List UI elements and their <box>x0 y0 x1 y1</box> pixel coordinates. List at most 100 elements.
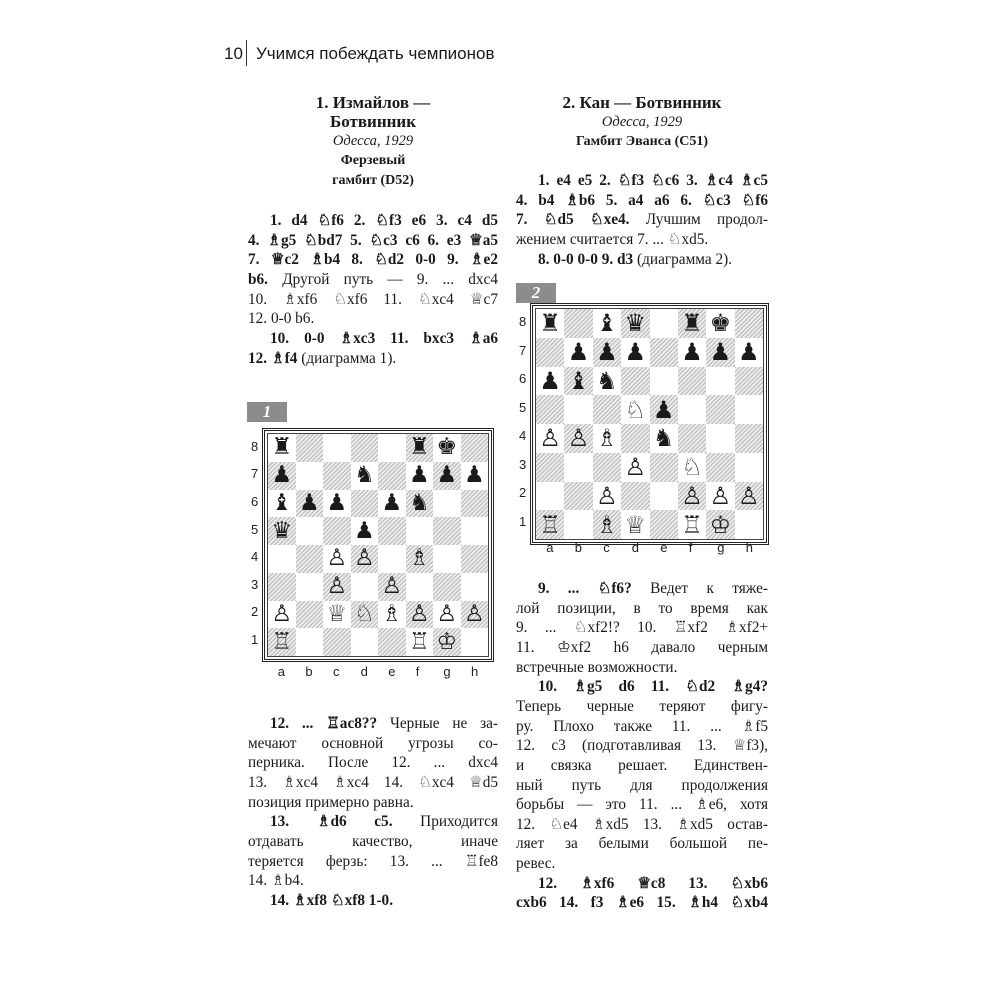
black-pawn-icon: ♟ <box>271 462 293 489</box>
square <box>295 434 323 462</box>
square: ♟ <box>460 461 488 490</box>
commentary: 9. ... ♘xf2!? 10. ♖xf2 ♗xf2+ <box>516 619 768 637</box>
square <box>295 600 323 629</box>
move-notation: 7. ♘d5 ♘xe4. <box>516 211 630 229</box>
commentary: Теперь черные теряют фигу- <box>516 697 768 715</box>
square <box>564 452 593 482</box>
square <box>405 517 433 545</box>
move-notation: 1. d4 ♘f6 2. ♘f3 e6 3. c4 d5 <box>270 212 498 229</box>
square: ♙ <box>323 545 351 573</box>
square <box>734 395 763 424</box>
white-bishop-icon: ♗ <box>381 600 403 627</box>
game1-opening-line1: Ферзевый <box>340 153 406 168</box>
square <box>734 309 763 338</box>
black-pawn-icon: ♟ <box>681 338 703 367</box>
commentary: перника. После 12. ... dxc4 <box>248 754 498 772</box>
square: ♚ <box>706 309 735 338</box>
square: ♔ <box>706 510 735 539</box>
rank-label: 2 <box>519 485 527 501</box>
move-notation: 7. ♕c2 ♗b4 8. ♘d2 0-0 9. ♗e2 <box>248 251 498 269</box>
square <box>734 366 763 396</box>
black-pawn-icon: ♟ <box>408 462 430 489</box>
game2-title: 2. Кан — Ботвинник <box>562 93 722 112</box>
square <box>649 366 678 396</box>
square <box>536 395 565 424</box>
square <box>350 434 378 462</box>
game1-heading: 1. Измайлов — Ботвинник Одесса, 1929 Фер… <box>248 93 498 191</box>
commentary: ный путь для продолжения <box>516 776 768 794</box>
commentary: 12. c3 (подготавливая 13. ♕f3), <box>516 737 768 755</box>
white-king-icon: ♔ <box>709 510 732 539</box>
running-title: Учимся побеждать чемпионов <box>256 44 495 63</box>
square: ♟ <box>433 461 461 490</box>
text-line: 9. ... ♘xf2!? 10. ♖xf2 ♗xf2+ <box>516 618 768 637</box>
square: ♟ <box>706 337 735 367</box>
square: ♗ <box>405 545 433 573</box>
white-pawn-icon: ♙ <box>681 481 703 510</box>
square: ♙ <box>268 600 296 629</box>
white-queen-icon: ♕ <box>624 510 647 539</box>
commentary: жением считается 7. ... ♘xd5. <box>516 230 709 248</box>
text-line: 10. 0-0 ♗xc3 11. bxc3 ♗a6 <box>248 329 498 348</box>
commentary: 13. ♗xc4 ♗xc4 14. ♘xc4 ♕d5 <box>248 773 498 791</box>
rank-label: 1 <box>251 632 259 647</box>
square <box>677 366 707 396</box>
move-notation: 4. ♗g5 ♘bd7 5. ♘c3 c6 6. e3 ♕a5 <box>248 231 498 249</box>
file-label: e <box>388 664 396 679</box>
commentary: Лучшим продол- <box>629 211 768 229</box>
square <box>460 628 488 656</box>
file-label: b <box>305 664 313 679</box>
square: ♟ <box>592 337 622 367</box>
move-notation: 10. ♗g5 d6 11. ♘d2 ♗g4? <box>538 678 768 696</box>
square: ♟ <box>649 395 678 424</box>
white-rook-icon: ♖ <box>539 510 561 539</box>
square: ♞ <box>405 489 433 518</box>
square: ♞ <box>649 424 678 453</box>
black-king-icon: ♚ <box>436 434 458 461</box>
file-label: d <box>360 664 368 679</box>
file-label: g <box>717 540 725 555</box>
white-pawn-icon: ♙ <box>326 573 348 600</box>
square: ♝ <box>268 489 296 518</box>
square <box>295 517 323 545</box>
square <box>268 572 296 601</box>
text-line: 9. ... ♘f6? Ведет к тяже- <box>516 579 768 598</box>
text-line: позиция примерно равна. <box>248 793 498 812</box>
black-pawn-icon: ♟ <box>298 489 320 516</box>
square: ♖ <box>536 510 565 539</box>
square: ♙ <box>536 424 565 453</box>
black-pawn-icon: ♟ <box>436 462 458 489</box>
move-notation: 12. ♗f4 <box>248 349 298 367</box>
rank-label: 8 <box>251 438 259 454</box>
square <box>706 395 735 424</box>
chessboard: ♜♝♛♜♚♟♟♟♟♟♟♟♝♞♘♟♙♙♗♞♙♘♙♙♙♙♖♗♕♖♔ <box>535 308 764 540</box>
commentary: Другой путь — 9. ... dxc4 <box>267 270 498 288</box>
game1-place: Одесса, 1929 <box>332 133 414 149</box>
text-line: cxb6 14. f3 ♗e6 15. ♗h4 ♘xb4 <box>516 893 768 912</box>
white-bishop-icon: ♗ <box>408 545 430 572</box>
square: ♖ <box>405 628 433 656</box>
white-pawn-icon: ♙ <box>436 600 458 627</box>
chessboard: ♜♜♚♟♞♟♟♟♝♟♟♟♞♛♟♙♙♗♙♙♙♕♘♗♙♙♙♖♖♔ <box>267 433 489 657</box>
white-pawn-icon: ♙ <box>326 545 348 572</box>
square <box>649 337 678 367</box>
file-label: e <box>660 540 668 555</box>
game2-place: Одесса, 1929 <box>601 114 683 130</box>
white-pawn-icon: ♙ <box>624 453 647 482</box>
commentary: Черные не за- <box>377 715 498 732</box>
square: ♙ <box>460 600 488 629</box>
square <box>460 434 488 462</box>
chess-diagram-2: ♜♝♛♜♚♟♟♟♟♟♟♟♝♞♘♟♙♙♗♞♙♘♙♙♙♙♖♗♕♖♔ <box>530 303 769 545</box>
white-rook-icon: ♖ <box>408 628 430 655</box>
square: ♖ <box>268 628 296 656</box>
file-label: f <box>688 540 693 555</box>
black-pawn-icon: ♟ <box>567 338 590 367</box>
text-line: 4. b4 ♗b6 5. a4 a6 6. ♘c3 ♘f6 <box>516 191 768 210</box>
text-line: отдавать качество, иначе <box>248 832 498 851</box>
game1-title-line1: 1. Измайлов — <box>315 93 431 112</box>
square: ♙ <box>734 481 763 511</box>
square: ♟ <box>734 337 763 367</box>
square: ♛ <box>621 309 650 338</box>
square <box>433 545 461 573</box>
square <box>564 395 593 424</box>
